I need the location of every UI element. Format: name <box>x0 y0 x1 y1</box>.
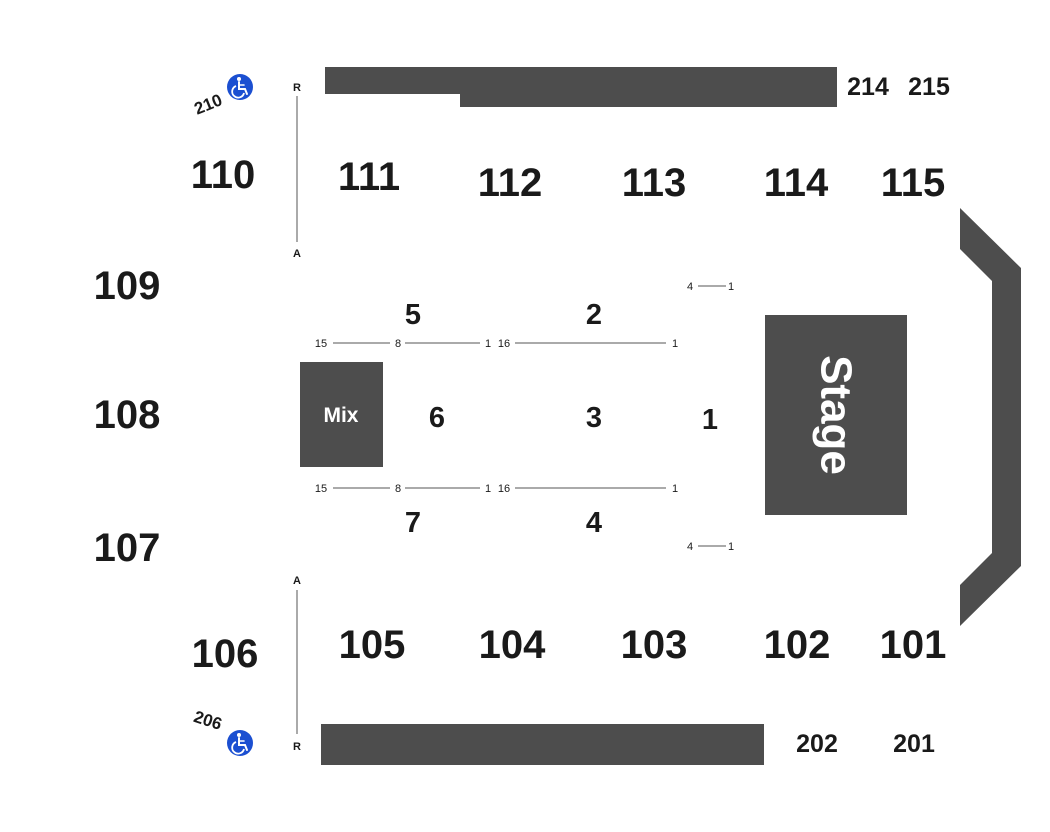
section-107[interactable]: 107 <box>94 526 161 570</box>
section-112[interactable]: 112 <box>478 161 543 205</box>
floor-section-6[interactable]: 6 <box>429 402 445 434</box>
seat-number: 1 <box>672 483 678 495</box>
upper-bar-bottom[interactable] <box>321 724 764 765</box>
seat-number: 1 <box>485 338 491 350</box>
row-label-lower-last: R <box>293 741 301 753</box>
stage-block[interactable] <box>765 315 907 515</box>
seat-number: 1 <box>672 338 678 350</box>
section-202[interactable]: 202 <box>796 730 838 758</box>
section-108[interactable]: 108 <box>94 393 161 437</box>
wheelchair-icon <box>227 730 253 756</box>
section-109[interactable]: 109 <box>94 264 161 308</box>
section-110[interactable]: 110 <box>191 153 256 197</box>
seat-number: 16 <box>498 338 510 350</box>
mix-block[interactable] <box>300 362 383 467</box>
section-113[interactable]: 113 <box>622 161 687 205</box>
stage-label: Stage <box>812 355 861 475</box>
right-wall-bracket <box>960 208 1021 626</box>
seat-number: 8 <box>395 338 401 350</box>
mix-label: Mix <box>323 404 358 427</box>
seat-number: 1 <box>728 281 734 293</box>
row-label-upper-last: R <box>293 82 301 94</box>
section-115[interactable]: 115 <box>881 161 946 205</box>
floor-section-2[interactable]: 2 <box>586 299 602 331</box>
section-215[interactable]: 215 <box>908 73 950 101</box>
section-111[interactable]: 111 <box>338 155 400 199</box>
seat-number: 4 <box>687 541 693 553</box>
section-106[interactable]: 106 <box>192 632 259 676</box>
section-103[interactable]: 103 <box>621 623 688 667</box>
section-101[interactable]: 101 <box>880 623 947 667</box>
floor-section-7[interactable]: 7 <box>405 507 421 539</box>
floor-section-4[interactable]: 4 <box>586 507 602 539</box>
seat-number: 15 <box>315 483 327 495</box>
seat-number: 15 <box>315 338 327 350</box>
floor-section-5[interactable]: 5 <box>405 299 421 331</box>
section-105[interactable]: 105 <box>339 623 406 667</box>
floor-section-3[interactable]: 3 <box>586 402 602 434</box>
section-210[interactable]: 210 <box>191 90 224 118</box>
seat-number: 16 <box>498 483 510 495</box>
floor-section-1[interactable]: 1 <box>702 404 718 436</box>
section-104[interactable]: 104 <box>479 623 546 667</box>
seat-number: 1 <box>485 483 491 495</box>
row-label-upper-first: A <box>293 248 301 260</box>
section-206[interactable]: 206 <box>191 707 224 734</box>
wheelchair-icon <box>227 74 253 100</box>
section-201[interactable]: 201 <box>893 730 935 758</box>
seat-number: 1 <box>728 541 734 553</box>
row-label-lower-first: A <box>293 575 301 587</box>
seat-number: 4 <box>687 281 693 293</box>
seat-number: 8 <box>395 483 401 495</box>
section-114[interactable]: 114 <box>764 161 829 205</box>
section-214[interactable]: 214 <box>847 73 889 101</box>
upper-bar-top[interactable] <box>325 67 837 107</box>
section-102[interactable]: 102 <box>764 623 831 667</box>
